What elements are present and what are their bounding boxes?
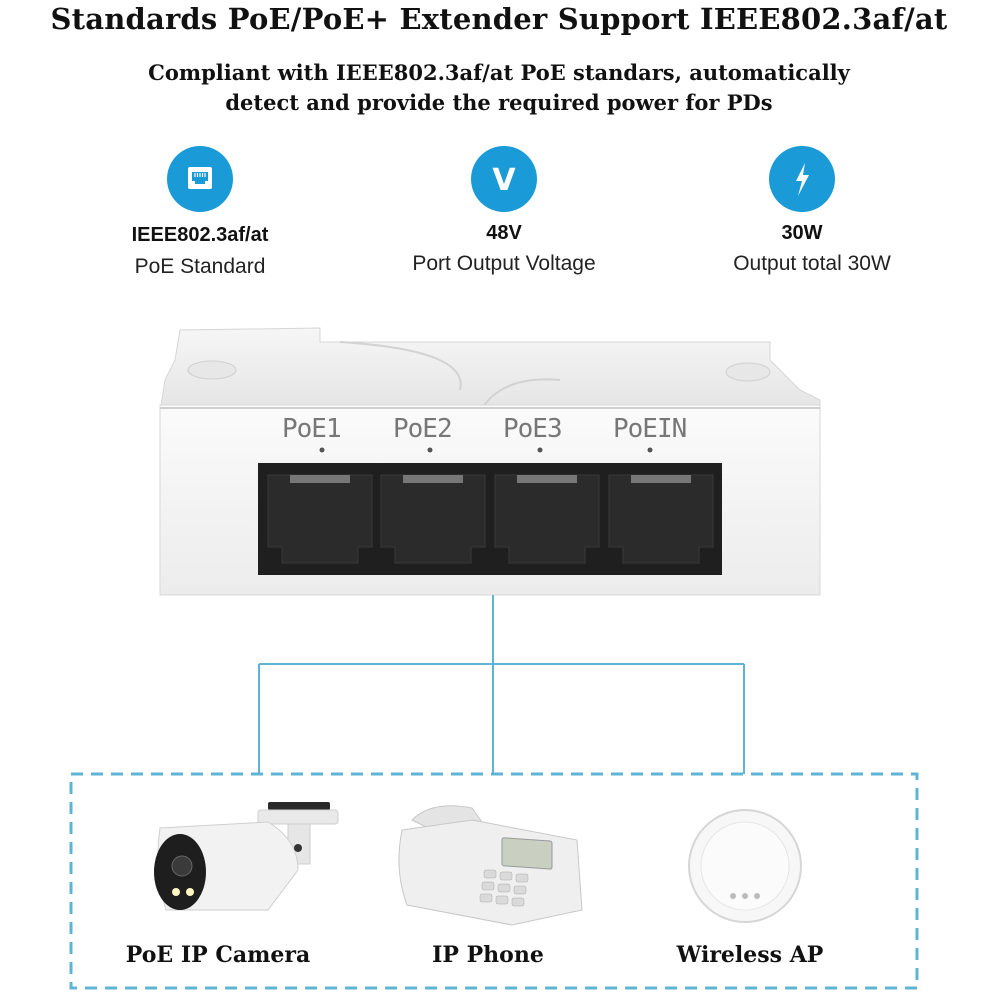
port-label-poe3: PoE3 (503, 414, 563, 444)
ip-camera-icon (154, 802, 339, 911)
device-label-ap: Wireless AP (676, 942, 824, 968)
spec-voltage-label: Port Output Voltage (412, 252, 596, 275)
spec-voltage-value: 48V (486, 222, 522, 244)
ip-phone-icon (398, 805, 583, 926)
spec-power-value: 30W (781, 222, 823, 244)
ethernet-port-icon (167, 146, 233, 212)
device-label-phone: IP Phone (432, 942, 544, 968)
device-label-camera: PoE IP Camera (125, 942, 311, 968)
wireless-ap-icon (688, 809, 802, 923)
subtitle-line-1: Compliant with IEEE802.3af/at PoE standa… (148, 60, 850, 85)
port-label-poe1: PoE1 (282, 414, 342, 444)
port-label-poein: PoEIN (613, 414, 687, 444)
subtitle-line-2: detect and provide the required power fo… (225, 90, 773, 115)
port-label-poe2: PoE2 (393, 414, 453, 444)
spec-standard-label: PoE Standard (134, 255, 266, 278)
poe-extender-device (159, 327, 821, 596)
spec-standard-value: IEEE802.3af/at (131, 224, 269, 246)
voltage-icon: V (471, 146, 537, 212)
spec-power-label: Output total 30W (733, 252, 891, 275)
voltage-glyph: V (492, 163, 516, 198)
devices-box (69, 772, 919, 990)
page-title: Standards PoE/PoE+ Extender Support IEEE… (50, 2, 948, 36)
lightning-icon (769, 146, 835, 212)
